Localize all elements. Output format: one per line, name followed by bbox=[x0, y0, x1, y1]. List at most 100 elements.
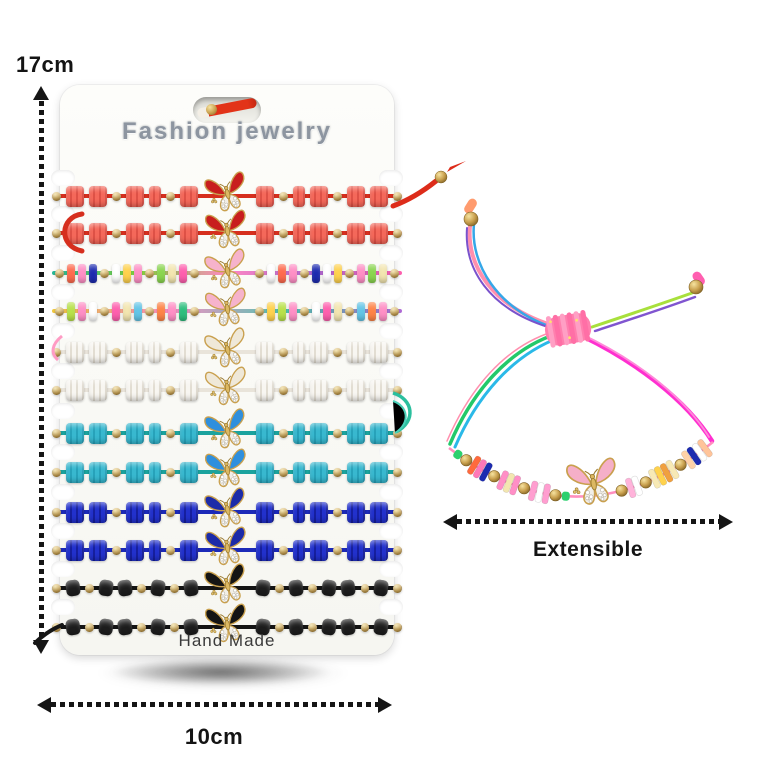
bead bbox=[190, 268, 199, 278]
butterfly-icon bbox=[201, 359, 254, 412]
bead bbox=[52, 385, 61, 395]
bead bbox=[333, 347, 342, 357]
bead bbox=[279, 191, 288, 201]
bead bbox=[393, 228, 402, 238]
card-notch bbox=[379, 323, 403, 339]
bead bbox=[379, 301, 387, 321]
butterfly-icon bbox=[201, 441, 254, 494]
bead bbox=[166, 545, 175, 555]
bead bbox=[346, 461, 366, 483]
bead bbox=[52, 347, 61, 357]
bead bbox=[166, 507, 175, 517]
bead bbox=[393, 583, 403, 593]
bead bbox=[137, 583, 146, 593]
bead bbox=[112, 385, 121, 395]
bead bbox=[148, 461, 162, 483]
bead bbox=[170, 583, 179, 593]
bead bbox=[52, 428, 61, 438]
bead bbox=[157, 263, 165, 283]
butterfly-icon bbox=[201, 280, 254, 333]
bead bbox=[357, 263, 365, 283]
bead bbox=[148, 539, 162, 561]
bead bbox=[65, 185, 84, 207]
bead bbox=[370, 501, 389, 523]
bead bbox=[65, 422, 84, 444]
card-shadow bbox=[67, 654, 373, 690]
bead bbox=[393, 347, 402, 357]
bead bbox=[310, 185, 329, 207]
bead bbox=[255, 306, 264, 316]
jewelry-card: Fashion jewelry Hand Made bbox=[51, 85, 403, 655]
bead bbox=[123, 263, 131, 283]
bead bbox=[179, 263, 187, 283]
bead bbox=[52, 545, 61, 555]
bead bbox=[360, 583, 370, 593]
card-notch bbox=[51, 284, 75, 300]
bead bbox=[370, 461, 389, 483]
bead bbox=[379, 263, 387, 283]
bead bbox=[112, 467, 121, 477]
bead bbox=[84, 622, 94, 632]
bead bbox=[179, 422, 199, 444]
bead bbox=[100, 268, 109, 278]
bead bbox=[97, 579, 114, 597]
card-notch bbox=[51, 599, 75, 615]
bead bbox=[267, 263, 275, 283]
bead bbox=[279, 507, 288, 517]
bead bbox=[149, 579, 167, 597]
bead bbox=[89, 263, 97, 283]
butterfly-icon bbox=[199, 241, 255, 297]
extensible-arrow-left-icon bbox=[443, 514, 457, 530]
bead bbox=[393, 507, 402, 517]
hang-cord-gold-bead bbox=[206, 104, 217, 115]
bead bbox=[267, 301, 275, 321]
bead bbox=[275, 583, 284, 593]
bead bbox=[65, 539, 84, 561]
bead bbox=[88, 185, 108, 207]
handmade-label: Hand Made bbox=[178, 631, 276, 650]
bead bbox=[134, 263, 142, 283]
bead bbox=[125, 185, 144, 207]
bead bbox=[148, 422, 162, 444]
bead bbox=[166, 191, 175, 201]
bead bbox=[370, 422, 389, 444]
bead bbox=[292, 461, 306, 483]
bead bbox=[278, 263, 286, 283]
bead bbox=[112, 301, 120, 321]
card-notch bbox=[379, 170, 403, 186]
bead bbox=[346, 185, 366, 207]
bead bbox=[334, 301, 342, 321]
bead bbox=[292, 539, 306, 561]
bead bbox=[255, 501, 275, 523]
bead bbox=[300, 306, 309, 316]
bead bbox=[390, 306, 399, 316]
butterfly-icon bbox=[201, 596, 254, 649]
bead bbox=[255, 222, 275, 244]
bead bbox=[346, 222, 366, 244]
bead bbox=[168, 263, 176, 283]
bead bbox=[89, 301, 97, 321]
butterfly-icon bbox=[201, 202, 254, 255]
bead bbox=[166, 385, 175, 395]
dimension-width-label: 10cm bbox=[184, 724, 244, 749]
bead bbox=[67, 263, 75, 283]
bead bbox=[255, 185, 275, 207]
bead-strand bbox=[52, 379, 402, 401]
bead bbox=[112, 428, 121, 438]
card-notch bbox=[379, 363, 403, 379]
bead bbox=[345, 306, 354, 316]
bead bbox=[333, 228, 342, 238]
bead bbox=[179, 379, 199, 401]
bead-strand bbox=[52, 300, 402, 322]
bead bbox=[255, 461, 275, 483]
bead bbox=[88, 222, 108, 244]
bead bbox=[289, 301, 297, 321]
bead bbox=[370, 341, 389, 363]
bead bbox=[393, 385, 402, 395]
bead-strand bbox=[52, 262, 402, 284]
bead-strand bbox=[52, 501, 402, 523]
height-arrow-bottom-icon bbox=[33, 640, 49, 654]
bead bbox=[65, 461, 84, 483]
bead bbox=[255, 422, 275, 444]
